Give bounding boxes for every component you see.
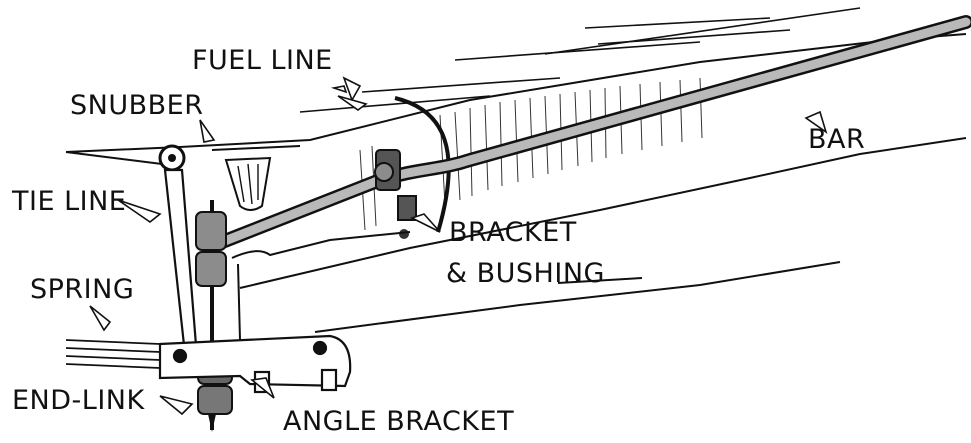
leaf-spring bbox=[65, 339, 161, 369]
arrow-fuel-line bbox=[330, 76, 362, 102]
arrow-spring bbox=[89, 305, 112, 332]
arrow-angle-bracket bbox=[250, 377, 275, 399]
callout-arrows bbox=[89, 76, 828, 416]
tie-line-part bbox=[158, 144, 198, 347]
fuel-line-part bbox=[237, 263, 241, 341]
label-bushing: & BUSHING bbox=[446, 258, 605, 289]
arrow-fuel-line-2 bbox=[337, 95, 368, 111]
end-link-part bbox=[195, 200, 233, 432]
label-angle-bracket: ANGLE BRACKET bbox=[283, 406, 515, 437]
label-end-link: END-LINK bbox=[12, 385, 145, 416]
label-bracket: BRACKET bbox=[449, 217, 577, 248]
arrow-end-link bbox=[159, 395, 194, 416]
arrow-snubber bbox=[199, 119, 216, 143]
label-bar: BAR bbox=[808, 124, 866, 155]
bracket-bushing-part bbox=[374, 149, 417, 239]
label-fuel-line: FUEL LINE bbox=[192, 45, 333, 76]
label-spring: SPRING bbox=[30, 274, 135, 305]
label-tie-line: TIE LINE bbox=[12, 186, 127, 217]
arrow-bar bbox=[804, 110, 828, 134]
frame-curve bbox=[394, 96, 451, 233]
bushing-underline bbox=[557, 277, 643, 284]
snubber-part bbox=[211, 145, 301, 211]
sketch-strokes bbox=[299, 7, 861, 113]
fuel-line-part bbox=[231, 231, 411, 259]
arrow-tie-line bbox=[117, 199, 162, 223]
arrow-bracket bbox=[409, 213, 441, 233]
label-snubber: SNUBBER bbox=[70, 90, 204, 121]
angle-bracket-part bbox=[158, 334, 352, 394]
